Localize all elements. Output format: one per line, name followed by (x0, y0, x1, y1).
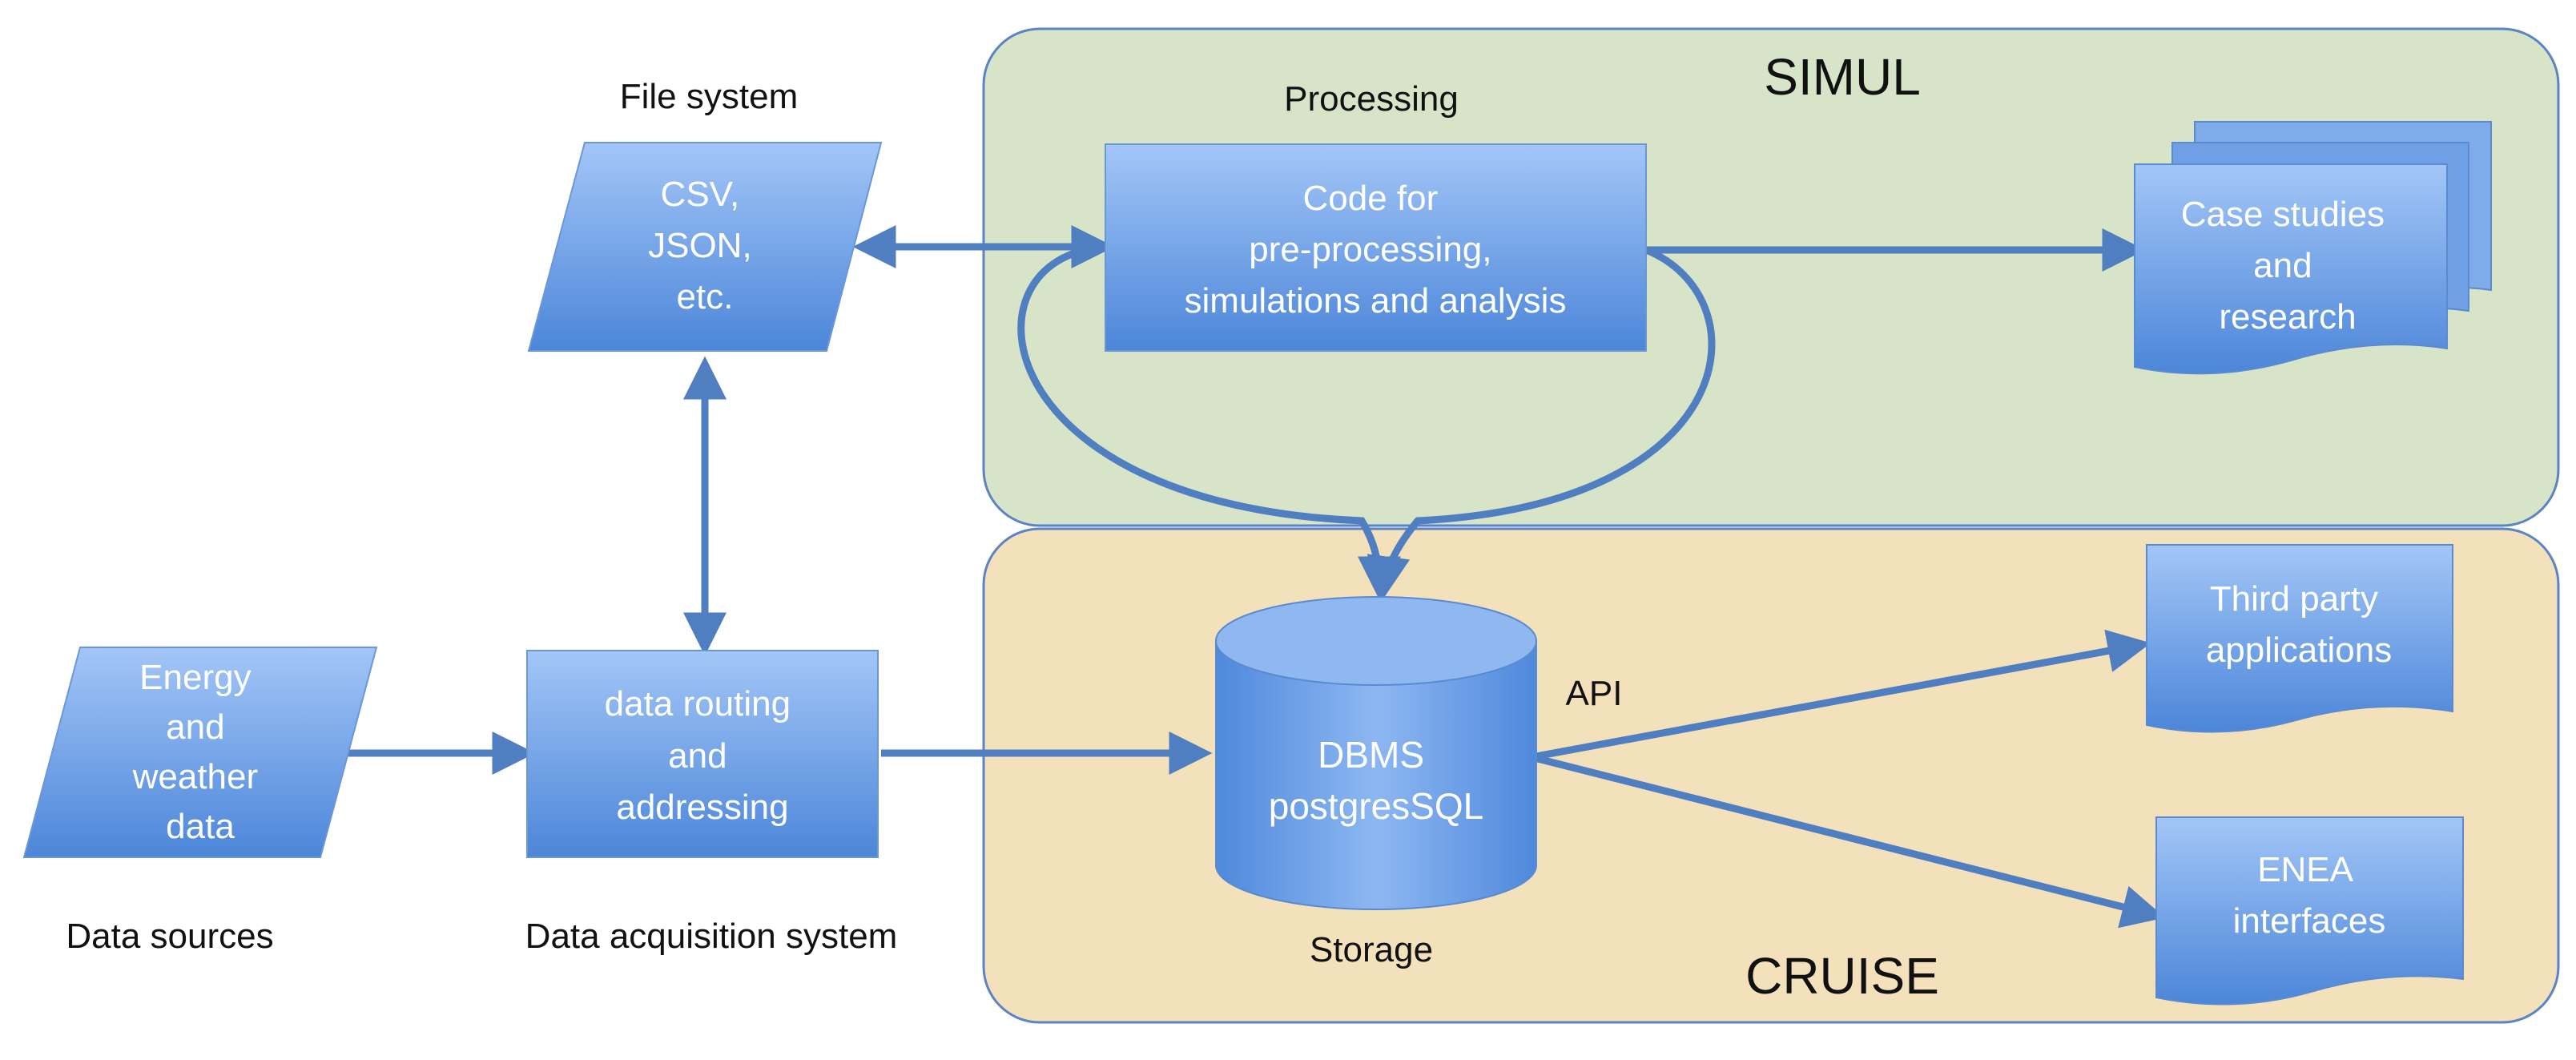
arrow-loop-left (1017, 244, 1401, 600)
third-party-line: Third party (2210, 579, 2378, 619)
code-node: Code for pre-processing, simulations and… (1105, 143, 1647, 352)
code-line: pre-processing, (1249, 230, 1491, 269)
svg-text:CSV, JSON, etc.: CSV, JSON, etc. (648, 175, 762, 316)
file-formats-line: CSV, (661, 175, 740, 214)
dbms-cylinder: DBMS postgresSQL (1215, 596, 1537, 910)
third-party-line: applications (2206, 631, 2392, 670)
enea-line: interfaces (2233, 901, 2386, 941)
svg-text:Case studies and r: Case studies and research (2181, 195, 2395, 337)
svg-text:Third party applications: Third party applications (2206, 579, 2392, 670)
case-studies-line: and (2253, 246, 2312, 285)
file-system-label: File system (620, 77, 798, 116)
data-routing-line: addressing (616, 788, 788, 827)
case-studies-line: Case studies (2181, 195, 2385, 234)
svg-text:data routing and a: data routing and addressing (605, 684, 801, 827)
api-label: API (1566, 674, 1623, 713)
enea-line: ENEA (2257, 850, 2353, 889)
data-acquisition-label: Data acquisition system (525, 917, 898, 956)
third-party-node: Third party applications (2146, 544, 2453, 733)
svg-text:Code for pre-processing,: Code for pre-processing, simulations and… (1185, 179, 1567, 320)
arrow-dbms-to-enea (1530, 753, 2166, 929)
data-routing-line: and (668, 736, 727, 776)
simul-title: SIMUL (1764, 48, 1921, 106)
energy-data-node: Energy and weather data (22, 647, 378, 858)
code-line: Code for (1303, 179, 1439, 218)
energy-data-line: Energy (139, 658, 251, 697)
svg-text:DBMS postgresSQL: DBMS postgresSQL (1269, 734, 1483, 827)
data-routing-node: data routing and addressing (526, 650, 879, 858)
svg-text:Energy and weather: Energy and weather data (132, 658, 268, 846)
file-formats-line: JSON, (648, 226, 752, 265)
data-routing-line: data routing (605, 684, 791, 723)
processing-label: Processing (1284, 79, 1459, 119)
arrow-loop-right (1366, 246, 1716, 600)
energy-data-line: data (166, 807, 235, 846)
case-studies-line: research (2219, 297, 2356, 337)
file-formats-line: etc. (677, 277, 734, 316)
storage-label: Storage (1310, 930, 1433, 969)
svg-text:ENEA interfaces: ENEA interfaces (2233, 850, 2386, 941)
data-sources-label: Data sources (66, 917, 273, 956)
dbms-line: DBMS (1318, 734, 1424, 776)
arrow-dbms-to-third-party (1531, 629, 2151, 761)
code-line: simulations and analysis (1185, 281, 1567, 320)
dbms-line: postgresSQL (1269, 785, 1483, 827)
case-studies-node: Case studies and research (2134, 121, 2492, 375)
file-formats-node: CSV, JSON, etc. (527, 142, 883, 352)
cruise-title: CRUISE (1745, 947, 1939, 1005)
energy-data-line: and (166, 707, 224, 747)
connectors (346, 225, 2166, 929)
enea-node: ENEA interfaces (2155, 816, 2464, 1006)
energy-data-line: weather (132, 757, 259, 796)
